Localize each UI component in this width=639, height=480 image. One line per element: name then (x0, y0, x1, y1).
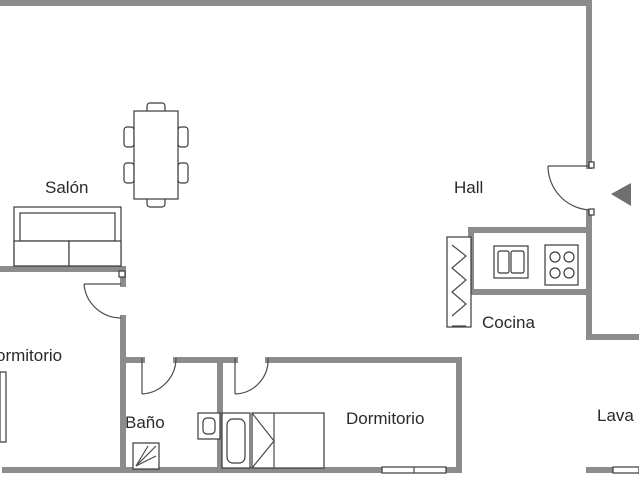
room-label-bano: Baño (125, 413, 165, 432)
bed-icon (0, 371, 7, 443)
room-label-dormitorio-left: ormitorio (0, 346, 62, 365)
shower-icon (132, 442, 160, 470)
window-icon (381, 466, 447, 474)
door-dormitorio (234, 357, 269, 395)
kitchen-counter (446, 236, 472, 328)
room-label-lavadero: Lava (597, 406, 634, 425)
sink-icon (493, 245, 529, 279)
door-hall (547, 161, 595, 216)
bed-icon (251, 412, 325, 469)
room-label-salon: Salón (45, 178, 88, 197)
dining-table-icon (123, 102, 189, 208)
sink-icon (197, 412, 221, 440)
room-label-dormitorio: Dormitorio (346, 409, 424, 428)
bathtub-icon (221, 412, 251, 469)
sofa-icon (13, 206, 122, 267)
stove-icon (544, 244, 579, 286)
door-dormitorio-left (83, 270, 126, 319)
room-label-cocina: Cocina (482, 313, 535, 332)
window-icon (612, 466, 639, 474)
entrance-arrow-icon (611, 183, 631, 206)
door-bano (141, 357, 177, 395)
room-label-hall: Hall (454, 178, 483, 197)
